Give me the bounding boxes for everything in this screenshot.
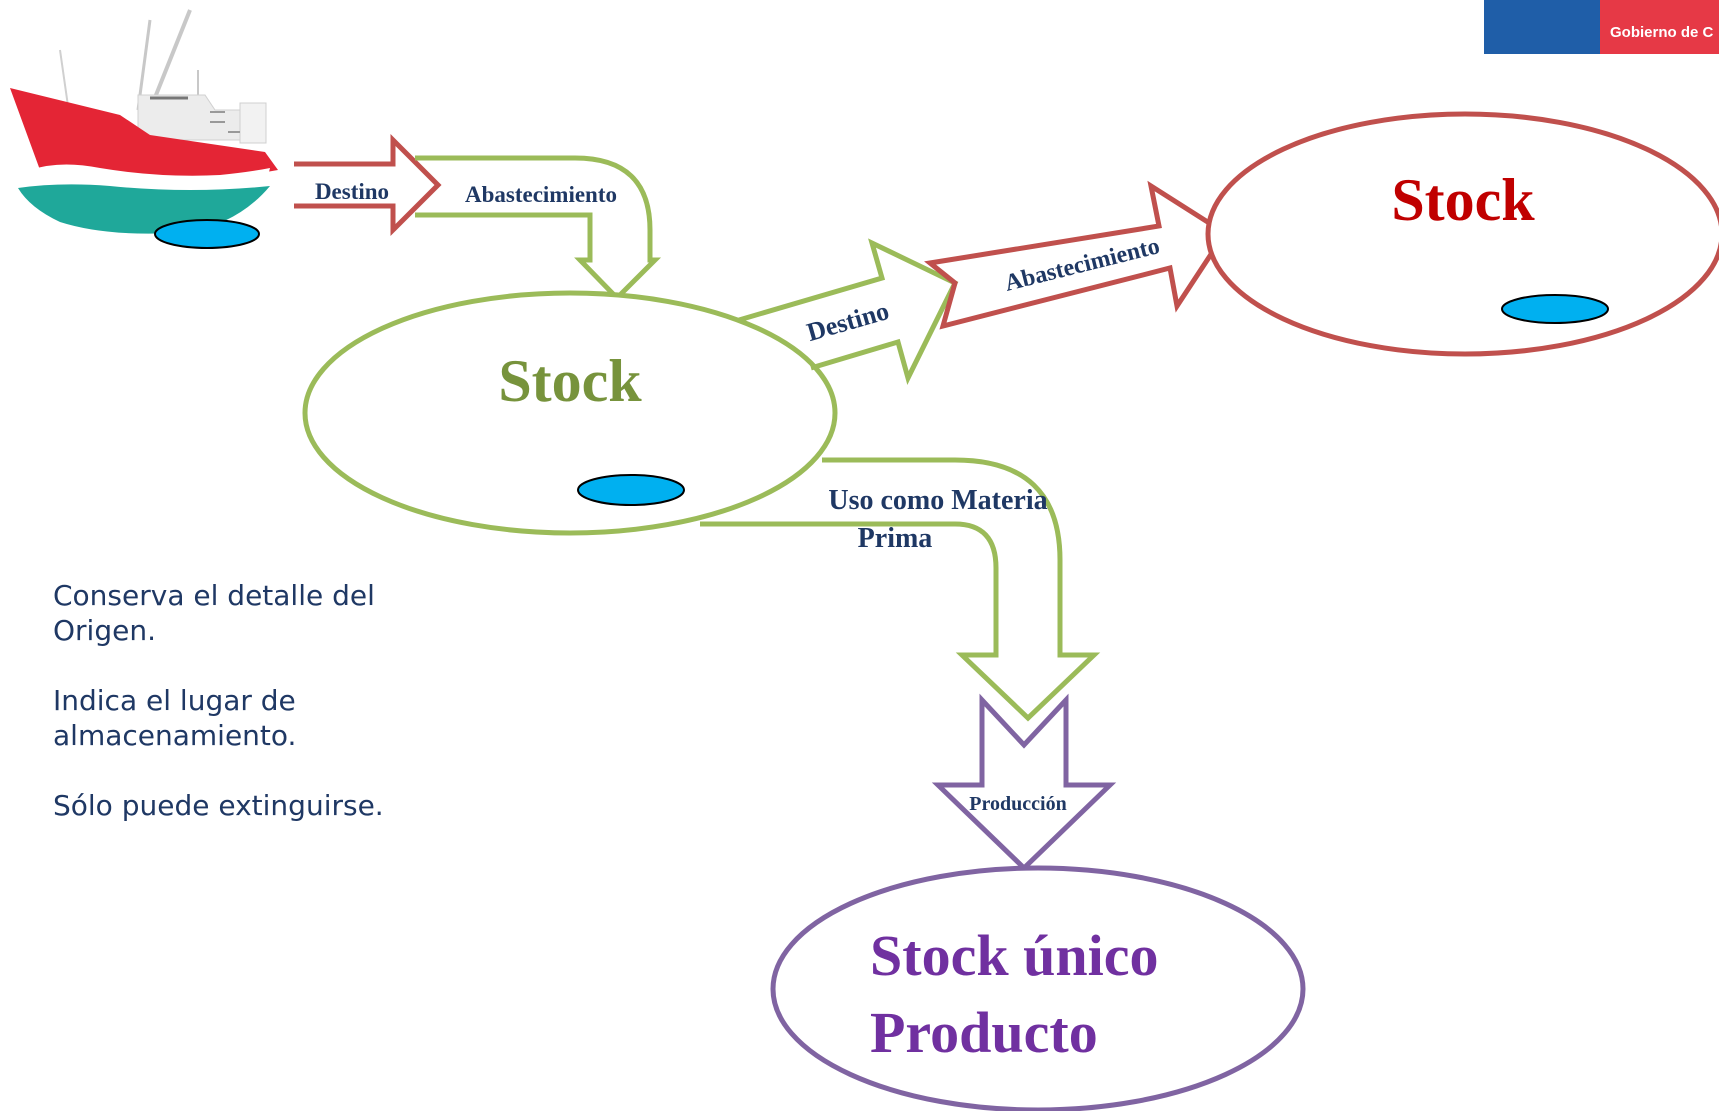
stock-product-label-line1: Stock único	[870, 923, 1158, 988]
government-label: Gobierno de C	[1610, 24, 1714, 41]
stock-product-node	[770, 865, 1306, 1111]
arrow-uso-label-line1: Uso como Materia	[828, 485, 1047, 516]
arrow-destino-top	[294, 133, 442, 237]
arrow-abastecimiento-top	[415, 155, 662, 302]
flag-blue-block	[1484, 0, 1600, 54]
note-line-4: almacenamiento.	[53, 719, 297, 752]
arrow-produccion-label: Producción	[969, 793, 1066, 815]
stock-right-marker	[1501, 294, 1609, 324]
note-line-1: Conserva el detalle del	[53, 579, 375, 612]
stock-product-label-line2: Producto	[870, 1000, 1098, 1065]
arrow-uso-label-line2: Prima	[858, 523, 933, 554]
arrow-uso-materia-prima	[700, 457, 1101, 722]
arrow-produccion	[931, 693, 1117, 872]
stock-center-marker	[577, 474, 685, 506]
note-line-5: Sólo puede extinguirse.	[53, 789, 384, 822]
ship-marker	[154, 219, 260, 249]
flag-red-block	[1600, 0, 1719, 54]
stock-right-node	[1205, 111, 1719, 357]
note-line-3: Indica el lugar de	[53, 684, 296, 717]
stock-center-node	[302, 290, 838, 536]
arrow-abastecimiento-top-label: Abastecimiento	[465, 182, 617, 207]
government-header-bar: Gobierno de C	[1484, 0, 1719, 54]
arrow-abastecimiento-diagonal-label: Abastecimiento	[1002, 233, 1162, 297]
ship-icon	[10, 9, 278, 234]
stock-center-label: Stock	[498, 348, 642, 414]
arrow-destino-diagonal-label: Destino	[804, 296, 893, 347]
note-line-2: Origen.	[53, 614, 156, 647]
stock-right-label: Stock	[1391, 167, 1535, 233]
arrow-destino-top-label: Destino	[315, 179, 389, 204]
